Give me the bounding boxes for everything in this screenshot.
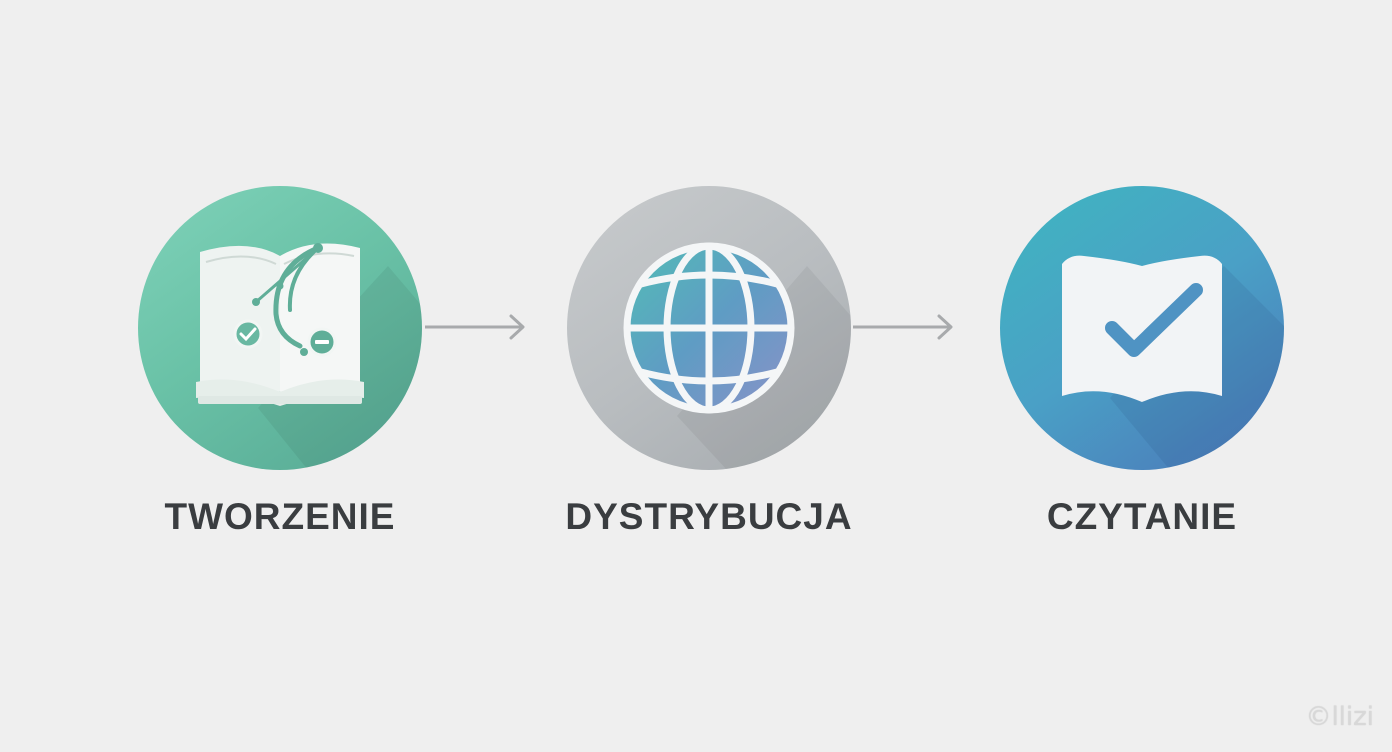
step-circle-tworzenie — [138, 186, 422, 470]
book-check-icon — [1062, 255, 1284, 470]
step-label: TWORZENIE — [164, 496, 396, 537]
globe-icon — [623, 242, 851, 470]
arrow-right-icon — [425, 314, 525, 340]
step-czytanie: CZYTANIE — [1000, 186, 1284, 537]
book-edit-icon — [196, 243, 422, 470]
watermark: ©llizi — [1305, 702, 1374, 732]
step-dystrybucja: DYSTRYBUCJA — [565, 186, 852, 537]
step-label: DYSTRYBUCJA — [565, 496, 853, 537]
step-circle-czytanie — [1000, 186, 1284, 470]
step-label: CZYTANIE — [1046, 496, 1238, 537]
arrow-right-icon — [853, 314, 953, 340]
step-circle-dystrybucja — [567, 186, 851, 470]
step-tworzenie: TWORZENIE — [138, 186, 422, 537]
